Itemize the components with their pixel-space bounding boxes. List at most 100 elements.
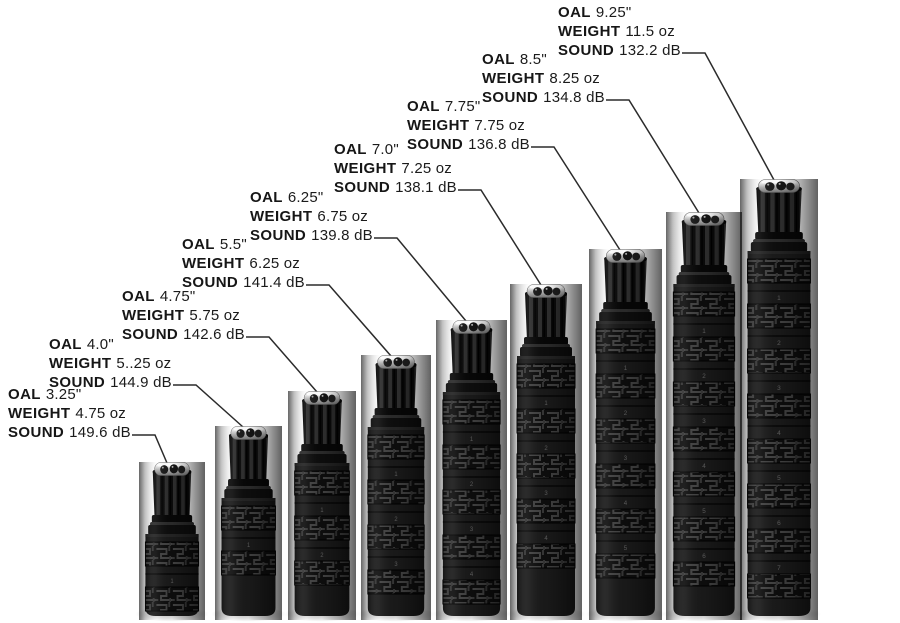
leader-line-6 <box>458 189 542 286</box>
cylindrical-shading <box>214 426 282 620</box>
spec-weight-value: 6.75 oz <box>317 208 369 225</box>
leader-line-4 <box>306 284 392 357</box>
spec-weight-value: 7.75 oz <box>474 117 526 134</box>
leader-line-3 <box>246 336 318 393</box>
spec-oal-value: 4.0" <box>86 336 114 353</box>
leader-line-7 <box>531 146 621 251</box>
spec-oal-value: 5.5" <box>219 236 247 253</box>
cylindrical-shading <box>588 249 662 620</box>
spec-sound-value: 139.8 dB <box>311 227 373 244</box>
suppressor-illustration: 123456 <box>666 212 742 620</box>
spec-oal-value: 9.25" <box>595 4 632 21</box>
suppressor-body: 123 <box>361 355 431 620</box>
spec-sound-value: 141.4 dB <box>243 274 305 291</box>
spec-sound-field: SOUND <box>8 424 65 441</box>
suppressor-illustration: 12345 <box>588 249 662 620</box>
spec-weight-field: WEIGHT <box>122 307 185 324</box>
spec-sound-value: 149.6 dB <box>69 424 131 441</box>
spec-oal-field: OAL <box>49 336 82 353</box>
spec-sound-field: SOUND <box>250 227 307 244</box>
spec-sound-field: SOUND <box>558 42 615 59</box>
suppressor-illustration: 1234567 <box>740 179 818 620</box>
suppressor-illustration: 1234 <box>435 320 507 620</box>
leader-line-2 <box>173 384 244 428</box>
spec-weight-field: WEIGHT <box>334 160 397 177</box>
spec-sound-field: SOUND <box>334 179 391 196</box>
spec-oal-value: 6.25" <box>287 189 324 206</box>
spec-oal-field: OAL <box>250 189 283 206</box>
suppressor-body: 1234 <box>435 320 507 620</box>
spec-oal-value: 8.5" <box>519 51 547 68</box>
cylindrical-shading <box>740 179 818 620</box>
suppressor-5: 1234 <box>435 320 507 623</box>
spec-oal-value: 4.75" <box>159 288 196 305</box>
leader-line-5 <box>374 237 467 322</box>
spec-sound-field: SOUND <box>49 374 106 391</box>
spec-weight-field: WEIGHT <box>482 70 545 87</box>
spec-sound-field: SOUND <box>407 136 464 153</box>
spec-oal-field: OAL <box>122 288 155 305</box>
leader-line-1 <box>132 434 168 464</box>
suppressor-9: 1234567 <box>740 179 818 623</box>
suppressor-6: 1234 <box>510 284 582 623</box>
suppressor-3: 12 <box>288 391 356 623</box>
suppressor-body: 12 <box>288 391 356 620</box>
suppressor-illustration: 123 <box>361 355 431 620</box>
spec-weight-value: 6.25 oz <box>249 255 301 272</box>
spec-oal-field: OAL <box>558 4 591 21</box>
spec-weight-field: WEIGHT <box>558 23 621 40</box>
spec-weight-field: WEIGHT <box>8 405 71 422</box>
spec-sound-value: 132.2 dB <box>619 42 681 59</box>
suppressor-1: 1 <box>139 462 205 623</box>
leader-line-8 <box>606 99 700 214</box>
suppressor-8: 123456 <box>666 212 742 623</box>
spec-oal-field: OAL <box>8 386 41 403</box>
spec-weight-value: 5..25 oz <box>116 355 172 372</box>
spec-sound-field: SOUND <box>182 274 239 291</box>
suppressor-body: 1234 <box>510 284 582 620</box>
suppressor-body: 12345 <box>588 249 662 620</box>
spec-sound-field: SOUND <box>482 89 539 106</box>
spec-weight-field: WEIGHT <box>182 255 245 272</box>
suppressor-body: 1 <box>214 426 282 620</box>
suppressor-7: 12345 <box>588 249 662 623</box>
spec-oal-field: OAL <box>182 236 215 253</box>
spec-weight-value: 5.75 oz <box>189 307 241 324</box>
spec-sound-value: 136.8 dB <box>468 136 530 153</box>
spec-weight-field: WEIGHT <box>49 355 112 372</box>
cylindrical-shading <box>666 212 742 620</box>
spec-oal-field: OAL <box>407 98 440 115</box>
cylindrical-shading <box>139 462 205 620</box>
suppressor-illustration: 12 <box>288 391 356 620</box>
suppressor-illustration: 1 <box>214 426 282 620</box>
spec-sound-value: 142.6 dB <box>183 326 245 343</box>
spec-weight-field: WEIGHT <box>407 117 470 134</box>
spec-sound-field: SOUND <box>122 326 179 343</box>
